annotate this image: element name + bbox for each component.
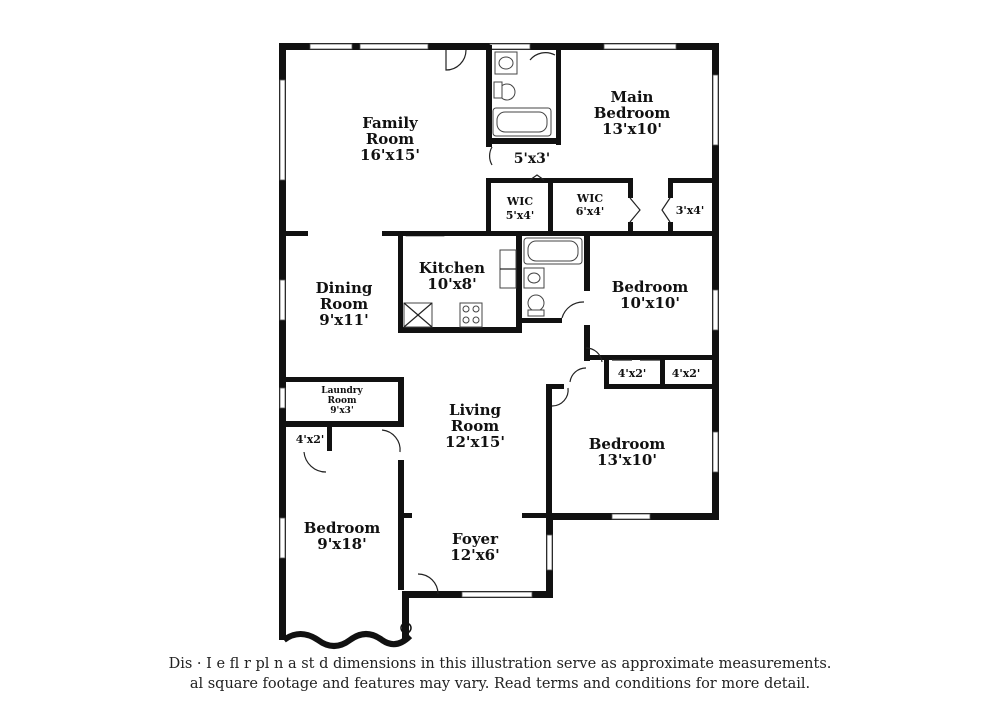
interior-walls	[282, 45, 716, 590]
kitchen-name: Kitchen	[419, 259, 485, 277]
bedroom-9x18-size: 9'x18'	[317, 535, 366, 553]
fixtures	[403, 51, 583, 328]
main-bedroom-name2: Bedroom	[594, 104, 671, 122]
living-room-name2: Room	[451, 417, 499, 435]
bedroom-13x10-size: 13'x10'	[597, 451, 657, 469]
main-bath-size: 5'x3'	[514, 151, 550, 167]
dining-room-name1: Dining	[316, 279, 373, 297]
foyer-size: 12'x6'	[450, 546, 499, 564]
closet-4x2-a-size: 4'x2'	[618, 367, 647, 380]
windows	[279, 43, 719, 598]
dining-room-name2: Room	[320, 295, 368, 313]
main-bedroom-name1: Main	[611, 88, 654, 106]
disclaimer-line-1: Dis · I e fl r pl n a st d dimensions in…	[168, 656, 832, 672]
wic1-name: WIC	[506, 195, 533, 208]
closet-3x4-size: 3'x4'	[676, 204, 705, 217]
closet-4x2-c-size: 4'x2'	[296, 433, 325, 446]
kitchen-size: 10'x8'	[427, 275, 476, 293]
family-room-name2: Room	[366, 130, 414, 148]
wic2-size: 6'x4'	[576, 205, 605, 218]
bedroom-10x10-name: Bedroom	[612, 278, 689, 296]
laundry-name2: Room	[327, 396, 356, 406]
room-labels: Family Room 16'x15' Main Bedroom 13'x10'…	[296, 88, 705, 564]
bedroom-13x10-name: Bedroom	[589, 435, 666, 453]
family-room-name1: Family	[362, 114, 419, 132]
laundry-size: 9'x3'	[330, 406, 353, 416]
living-room-size: 12'x15'	[445, 433, 505, 451]
main-bedroom-size: 13'x10'	[602, 120, 662, 138]
family-room-size: 16'x15'	[360, 146, 420, 164]
dining-room-size: 9'x11'	[319, 311, 368, 329]
laundry-name1: Laundry	[321, 386, 363, 396]
disclaimer-line-2: al square footage and features may vary.…	[189, 676, 811, 692]
bedroom-10x10-size: 10'x10'	[620, 294, 680, 312]
wic1-size: 5'x4'	[506, 209, 535, 222]
wic2-name: WIC	[576, 192, 603, 205]
doors	[303, 49, 671, 595]
watermark-logo	[282, 622, 413, 649]
closet-4x2-b-size: 4'x2'	[672, 367, 701, 380]
living-room-name1: Living	[449, 401, 502, 419]
foyer-name: Foyer	[452, 530, 499, 548]
bedroom-9x18-name: Bedroom	[304, 519, 381, 537]
